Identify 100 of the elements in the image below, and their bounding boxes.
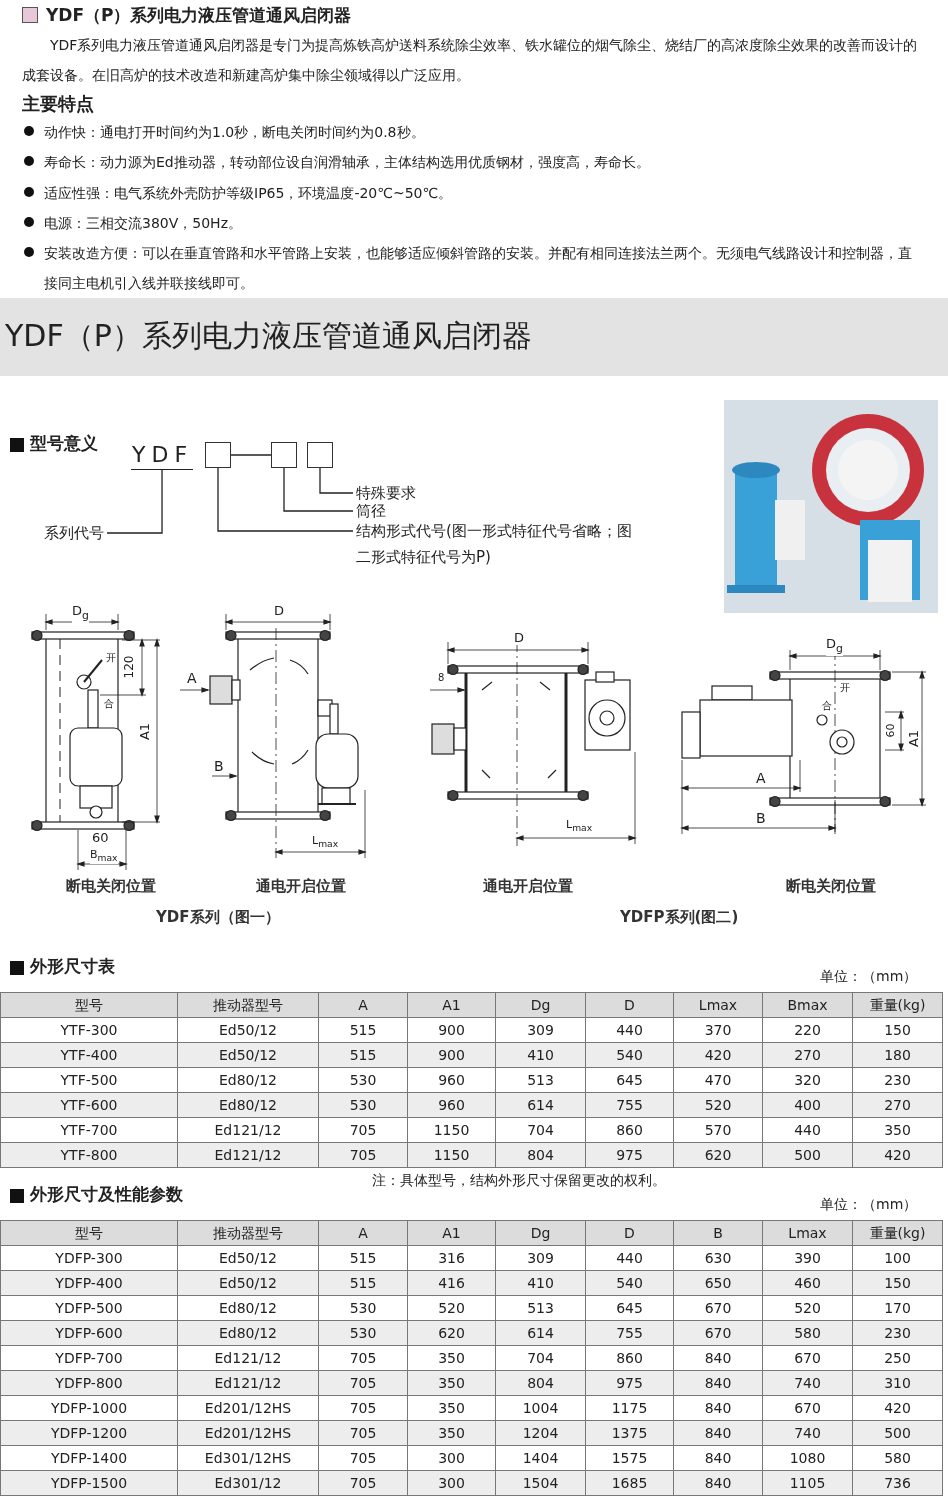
table-cell: 520 bbox=[673, 1092, 763, 1118]
dimension-label: A bbox=[756, 770, 766, 786]
header-cell: A1 bbox=[407, 1220, 496, 1246]
table-cell: 650 bbox=[673, 1270, 763, 1296]
table-cell: YTF-400 bbox=[0, 1042, 178, 1068]
table-cell: Ed80/12 bbox=[177, 1092, 319, 1118]
table-cell: 1375 bbox=[585, 1420, 674, 1446]
table-cell: 736 bbox=[852, 1470, 943, 1496]
table-cell: 900 bbox=[407, 1042, 496, 1068]
dimension-label: 8 bbox=[438, 672, 445, 684]
leader-line bbox=[217, 467, 354, 532]
callout-text: 筒径 bbox=[356, 501, 386, 521]
table-cell: YDFP-1500 bbox=[0, 1470, 178, 1496]
unit-note: 单位：（mm） bbox=[820, 1196, 918, 1214]
table-cell: Ed50/12 bbox=[177, 1270, 319, 1296]
header-cell: A1 bbox=[407, 992, 496, 1018]
feature-text: 电源：三相交流380V，50Hz。 bbox=[44, 214, 243, 233]
table-cell: 310 bbox=[852, 1370, 943, 1396]
table-cell: Ed121/12 bbox=[177, 1370, 319, 1396]
header-cell: 推动器型号 bbox=[177, 992, 319, 1018]
callout-text: 结构形式代号(图一形式特征代号省略；图二形式特征代号为P) bbox=[356, 518, 646, 570]
table-cell: YDFP-1200 bbox=[0, 1420, 178, 1446]
table-cell: 804 bbox=[495, 1142, 586, 1168]
header-cell: B bbox=[673, 1220, 763, 1246]
table-cell: 1504 bbox=[495, 1470, 586, 1496]
dimension-label: 合 bbox=[822, 700, 832, 712]
table-cell: 500 bbox=[762, 1142, 853, 1168]
table-cell: 840 bbox=[673, 1470, 763, 1496]
table-cell: 840 bbox=[673, 1370, 763, 1396]
header-cell: Lmax bbox=[762, 1220, 853, 1246]
table-cell: 755 bbox=[585, 1092, 674, 1118]
header-cell: 重量(kg) bbox=[852, 992, 943, 1018]
table-cell: 705 bbox=[318, 1370, 408, 1396]
page-title: YDF（P）系列电力液压管道通风启闭器 bbox=[46, 4, 352, 27]
table-cell: 705 bbox=[318, 1142, 408, 1168]
table-cell: 460 bbox=[762, 1270, 853, 1296]
table-cell: YDFP-400 bbox=[0, 1270, 178, 1296]
feature-text: 寿命长：动力源为Ed推动器，转动部位设自润滑轴承，主体结构选用优质钢材，强度高，寿命长。 bbox=[44, 153, 651, 172]
callout-text: 特殊要求 bbox=[356, 483, 416, 503]
dimension-label: 60 bbox=[883, 723, 897, 738]
figure-caption: 通电开启位置 bbox=[256, 877, 346, 896]
table-cell: 705 bbox=[318, 1420, 408, 1446]
table-cell: YTF-600 bbox=[0, 1092, 178, 1118]
table-cell: 530 bbox=[318, 1092, 408, 1118]
feature-text: 适应性强：电气系统外壳防护等级IP65，环境温度-20℃~50℃。 bbox=[44, 184, 454, 203]
header-cell: A bbox=[318, 1220, 408, 1246]
table-cell: 350 bbox=[407, 1370, 496, 1396]
leader-line bbox=[319, 467, 354, 494]
table-cell: 270 bbox=[762, 1042, 853, 1068]
table-cell: 300 bbox=[407, 1470, 496, 1496]
figure-caption: YDFP系列(图二) bbox=[620, 908, 739, 927]
table-cell: 420 bbox=[852, 1142, 943, 1168]
dimension-label: B$_{max}$ bbox=[90, 848, 118, 865]
table-cell: 515 bbox=[318, 1270, 408, 1296]
figure-caption: 断电关闭位置 bbox=[66, 877, 156, 896]
dimension-label: D$_{g}$ bbox=[826, 636, 843, 656]
leader-line bbox=[106, 469, 163, 534]
section-heading: 型号意义 bbox=[30, 432, 98, 455]
table-cell: 410 bbox=[495, 1042, 586, 1068]
header-cell: Bmax bbox=[762, 992, 853, 1018]
table-cell: 705 bbox=[318, 1470, 408, 1496]
table-cell: 614 bbox=[495, 1092, 586, 1118]
table-cell: Ed201/12HS bbox=[177, 1420, 319, 1446]
table-cell: 410 bbox=[495, 1270, 586, 1296]
code-box bbox=[271, 442, 297, 468]
table-cell: 270 bbox=[852, 1092, 943, 1118]
dimension-label: 60 bbox=[92, 830, 109, 845]
header-cell: Lmax bbox=[673, 992, 763, 1018]
table-cell: 960 bbox=[407, 1092, 496, 1118]
table-cell: YDFP-600 bbox=[0, 1320, 178, 1346]
dimension-label: D bbox=[514, 630, 524, 645]
table-cell: 620 bbox=[407, 1320, 496, 1346]
dimension-label: D$_{g}$ bbox=[72, 603, 89, 623]
table-cell: 515 bbox=[318, 1042, 408, 1068]
dimension-label: 开 bbox=[106, 652, 116, 664]
table-cell: 1204 bbox=[495, 1420, 586, 1446]
header-cell: 型号 bbox=[0, 1220, 178, 1246]
table-note: 注：具体型号，结构外形尺寸保留更改的权利。 bbox=[372, 1172, 666, 1190]
table-cell: Ed80/12 bbox=[177, 1320, 319, 1346]
dimension-label: 开 bbox=[840, 682, 850, 694]
table-cell: 740 bbox=[762, 1370, 853, 1396]
table-cell: 975 bbox=[585, 1370, 674, 1396]
figure-caption: 断电关闭位置 bbox=[786, 877, 876, 896]
table-cell: 530 bbox=[318, 1320, 408, 1346]
dimension-label: 合 bbox=[104, 698, 114, 710]
section-heading: 主要特点 bbox=[22, 92, 94, 116]
header-cell: 推动器型号 bbox=[177, 1220, 319, 1246]
header-cell: Dg bbox=[495, 992, 586, 1018]
table-cell: 230 bbox=[852, 1320, 943, 1346]
table-cell: 420 bbox=[673, 1042, 763, 1068]
table-cell: 540 bbox=[585, 1270, 674, 1296]
dimension-label: D bbox=[274, 603, 284, 618]
header-cell: Dg bbox=[495, 1220, 586, 1246]
table-cell: 1105 bbox=[762, 1470, 853, 1496]
table-cell: 1685 bbox=[585, 1470, 674, 1496]
dimension-label: A bbox=[187, 670, 197, 686]
leader-line bbox=[283, 467, 354, 512]
hyphen-line bbox=[230, 454, 272, 456]
table-cell: 400 bbox=[762, 1092, 853, 1118]
code-box bbox=[205, 442, 231, 468]
